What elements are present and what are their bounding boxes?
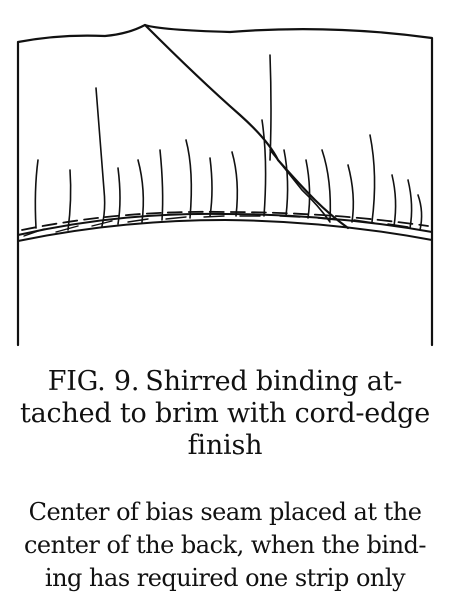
caption-line-2: tached to brim with cord-edge bbox=[20, 398, 430, 429]
bias-seam-secondary-line bbox=[269, 149, 331, 223]
brim-edge-line bbox=[17, 219, 433, 242]
note-line-2: center of the back, when the bind- bbox=[23, 531, 427, 559]
bias-seam-line bbox=[143, 23, 350, 230]
cord-edge-line-upper bbox=[17, 212, 433, 236]
note-line-3: ing has required one strip only bbox=[44, 564, 406, 592]
caption-line-3: finish bbox=[187, 430, 263, 461]
shirring-gathers bbox=[34, 54, 423, 231]
binding-outline bbox=[16, 23, 434, 347]
gather-base-marks bbox=[23, 215, 409, 237]
stitch-line bbox=[21, 210, 429, 231]
brim-binding-diagram bbox=[16, 23, 434, 347]
note-line-1: Center of bias seam placed at the bbox=[28, 498, 422, 526]
caption-line-1: FIG. 9.Shirred binding at- bbox=[47, 366, 403, 397]
figure-note: Center of bias seam placed at the center… bbox=[0, 496, 450, 595]
figure-caption: FIG. 9.Shirred binding at- tached to bri… bbox=[0, 366, 450, 462]
figure-label: FIG. 9. bbox=[47, 366, 140, 397]
